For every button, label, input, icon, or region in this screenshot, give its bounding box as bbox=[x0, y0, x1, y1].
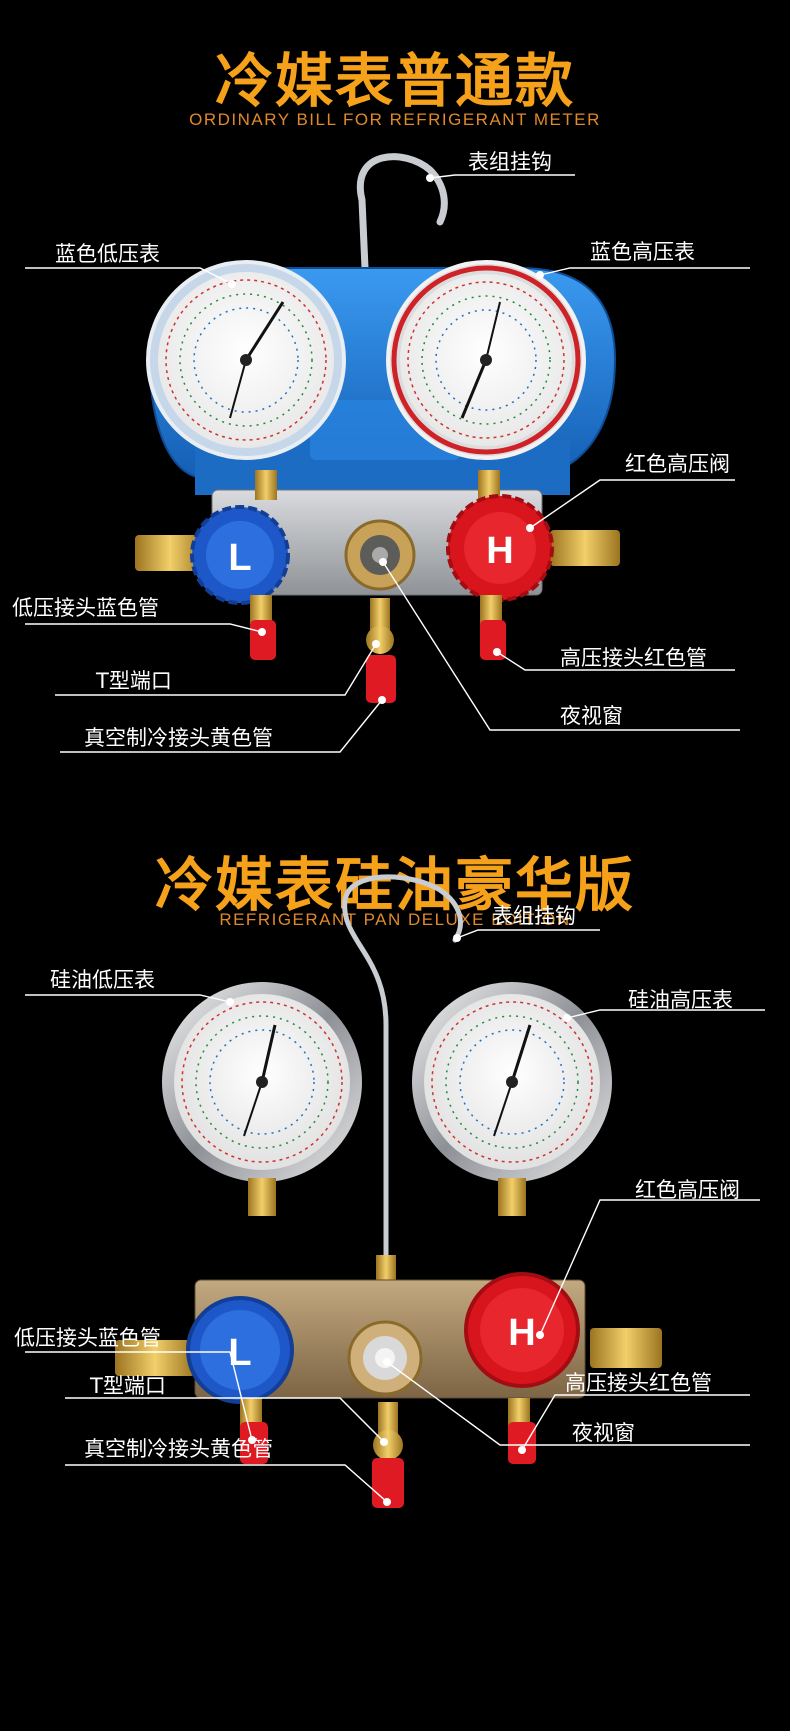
ordinary-gauge-set-illustration: L H bbox=[25, 153, 750, 753]
label-high-valve: 红色高压阀 bbox=[625, 452, 730, 476]
label-t-port: T型端口 bbox=[90, 1374, 166, 1398]
label-vacuum-hose: 真空制冷接头黄色管 bbox=[84, 1437, 273, 1461]
label-low-hose: 低压接头蓝色管 bbox=[14, 1326, 161, 1350]
low-pressure-gauge-icon bbox=[146, 260, 346, 460]
label-high-gauge: 硅油高压表 bbox=[628, 988, 733, 1012]
sight-glass-icon bbox=[344, 519, 416, 591]
section-title: 冷媒表普通款 bbox=[214, 47, 575, 115]
label-high-hose: 高压接头红色管 bbox=[565, 1371, 712, 1395]
label-vacuum-hose: 真空制冷接头黄色管 bbox=[84, 726, 273, 750]
knob-letter-high: H bbox=[508, 1312, 535, 1354]
knob-letter-low: L bbox=[228, 537, 251, 579]
high-pressure-gauge-icon bbox=[412, 982, 612, 1182]
hook-icon bbox=[356, 153, 448, 272]
knob-letter-high: H bbox=[486, 530, 513, 572]
section-subtitle: ORDINARY BILL FOR REFRIGERANT METER bbox=[189, 110, 601, 129]
label-high-gauge: 蓝色高压表 bbox=[590, 240, 695, 264]
label-high-hose: 高压接头红色管 bbox=[560, 646, 707, 670]
section-title: 冷媒表硅油豪华版 bbox=[154, 851, 635, 919]
knob-letter-low: L bbox=[228, 1332, 251, 1374]
section-deluxe: 冷媒表硅油豪华版 REFRIGERANT PAN DELUXE EDITION bbox=[0, 790, 790, 1731]
label-low-gauge: 蓝色低压表 bbox=[55, 242, 160, 266]
red-valve-knob-icon: H bbox=[464, 1272, 580, 1388]
label-hook: 表组挂钩 bbox=[468, 150, 552, 174]
label-t-port: T型端口 bbox=[96, 669, 172, 693]
red-valve-knob-icon: H bbox=[446, 494, 554, 602]
high-pressure-gauge-icon bbox=[386, 260, 586, 460]
label-sight-glass: 夜视窗 bbox=[572, 1421, 635, 1445]
low-pressure-gauge-icon bbox=[162, 982, 362, 1182]
label-low-gauge: 硅油低压表 bbox=[50, 968, 155, 992]
section-subtitle: REFRIGERANT PAN DELUXE EDITION bbox=[219, 910, 571, 929]
blue-valve-knob-icon: L bbox=[190, 505, 290, 605]
label-high-valve: 红色高压阀 bbox=[635, 1178, 740, 1202]
label-hook: 表组挂钩 bbox=[492, 904, 576, 928]
section-ordinary: 冷媒表普通款 ORDINARY BILL FOR REFRIGERANT MET… bbox=[0, 0, 790, 790]
sight-glass-icon bbox=[347, 1320, 423, 1396]
deluxe-gauge-set-illustration: L H bbox=[25, 874, 765, 1508]
label-low-hose: 低压接头蓝色管 bbox=[12, 596, 159, 620]
blue-valve-knob-icon: L bbox=[186, 1296, 294, 1404]
hook-icon bbox=[342, 874, 463, 1285]
label-sight-glass: 夜视窗 bbox=[560, 704, 623, 728]
